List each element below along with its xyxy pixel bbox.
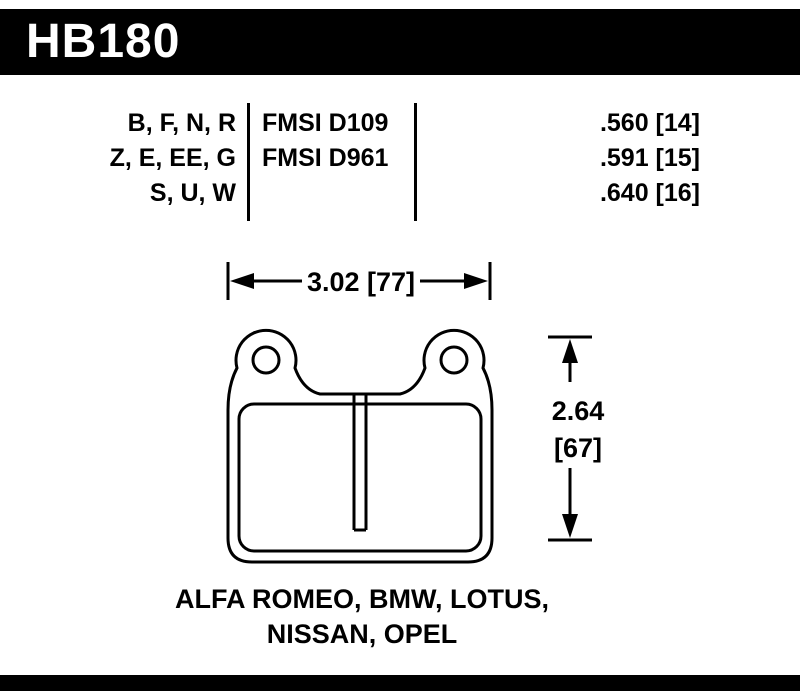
height-dimension-bracket: [67]	[554, 433, 602, 463]
width-dimension-label: 3.02 [77]	[307, 267, 415, 297]
spec-compounds: S, U, W	[149, 179, 236, 207]
spec-thickness: .640 [16]	[599, 179, 700, 207]
arrowhead-up-icon	[562, 339, 578, 363]
brake-pad-drawing: 3.02 [77] 2.64 [67]	[226, 262, 605, 564]
mounting-hole-right	[439, 345, 469, 375]
header-bar	[0, 9, 800, 75]
arrowhead-down-icon	[562, 514, 578, 538]
spec-fmsi: FMSI D961	[262, 144, 389, 172]
spec-fmsi	[262, 176, 462, 211]
brake-pad-outline	[226, 328, 494, 564]
spec-compounds: Z, E, EE, G	[109, 144, 236, 172]
part-number: HB180	[26, 15, 181, 68]
arrowhead-left-icon	[230, 273, 254, 289]
spec-compounds: B, F, N, R	[127, 109, 236, 137]
applications-line-1: ALFA ROMEO, BMW, LOTUS,	[175, 584, 549, 614]
footer-bar	[0, 675, 800, 691]
height-dimension-value: 2.64	[552, 396, 605, 426]
table-divider-line	[247, 103, 250, 221]
height-dimension	[548, 335, 592, 542]
applications-line-2: NISSAN, OPEL	[266, 619, 458, 649]
spec-thickness: .560 [14]	[599, 109, 700, 137]
spec-thickness: .591 [15]	[599, 144, 700, 172]
width-dimension	[226, 262, 492, 300]
pad-outer-contour	[226, 328, 494, 564]
spec-fmsi: FMSI D109	[262, 109, 389, 137]
arrowhead-right-icon	[464, 273, 488, 289]
mounting-hole-left	[251, 345, 281, 375]
table-divider-line	[414, 103, 417, 221]
pad-inner-contour	[237, 402, 483, 553]
